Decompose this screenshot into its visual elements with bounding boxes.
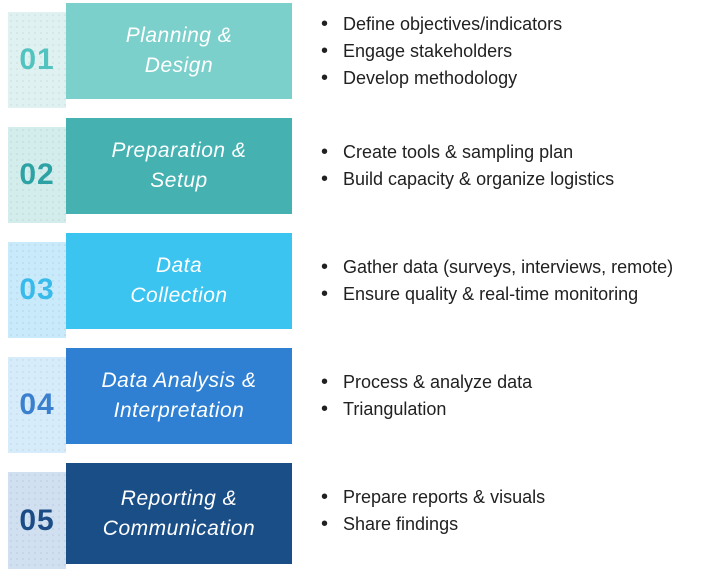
bullet-item: Process & analyze data — [318, 369, 532, 396]
step-number-box: 03 — [8, 242, 66, 338]
step-number: 05 — [19, 503, 55, 537]
step-title: Planning & Design — [125, 24, 233, 77]
bullet-item: Engage stakeholders — [318, 38, 562, 65]
bullet-item: Ensure quality & real-time monitoring — [318, 281, 673, 308]
step-number-box: 02 — [8, 127, 66, 223]
process-step-row: 04 Data Analysis & Interpretation Proces… — [0, 348, 721, 453]
step-number: 01 — [19, 43, 55, 76]
step-title: Data Collection — [130, 254, 228, 307]
bullet-item: Develop methodology — [318, 65, 562, 92]
bullet-item: Gather data (surveys, interviews, remote… — [318, 254, 673, 281]
step-title: Preparation & Setup — [111, 139, 247, 192]
bullet-item: Define objectives/indicators — [318, 11, 562, 38]
step-number-box: 01 — [8, 12, 66, 108]
step-title-box: Data Analysis & Interpretation — [66, 348, 292, 444]
bullet-item: Share findings — [318, 511, 545, 538]
step-bullet-list: Process & analyze dataTriangulation — [318, 348, 532, 444]
step-title-box: Preparation & Setup — [66, 118, 292, 214]
step-bullet-list: Define objectives/indicatorsEngage stake… — [318, 3, 562, 99]
step-bullet-list: Create tools & sampling planBuild capaci… — [318, 118, 614, 214]
process-step-row: 02 Preparation & Setup Create tools & sa… — [0, 118, 721, 223]
process-step-row: 05 Reporting & Communication Prepare rep… — [0, 463, 721, 569]
step-bullet-list: Prepare reports & visualsShare findings — [318, 463, 545, 559]
step-title: Reporting & Communication — [102, 486, 256, 540]
step-number: 03 — [19, 273, 55, 306]
bullet-item: Create tools & sampling plan — [318, 139, 614, 166]
step-number: 04 — [19, 388, 55, 421]
step-title-box: Reporting & Communication — [66, 463, 292, 564]
process-step-row: 03 Data Collection Gather data (surveys,… — [0, 233, 721, 338]
step-title-box: Planning & Design — [66, 3, 292, 99]
bullet-item: Triangulation — [318, 396, 532, 423]
step-title-box: Data Collection — [66, 233, 292, 329]
process-step-row: 01 Planning & Design Define objectives/i… — [0, 3, 721, 108]
step-bullet-list: Gather data (surveys, interviews, remote… — [318, 233, 673, 329]
bullet-item: Prepare reports & visuals — [318, 484, 545, 511]
bullet-item: Build capacity & organize logistics — [318, 166, 614, 193]
step-number-box: 04 — [8, 357, 66, 453]
step-number: 02 — [19, 158, 55, 191]
step-title: Data Analysis & Interpretation — [101, 369, 257, 422]
step-number-box: 05 — [8, 472, 66, 569]
